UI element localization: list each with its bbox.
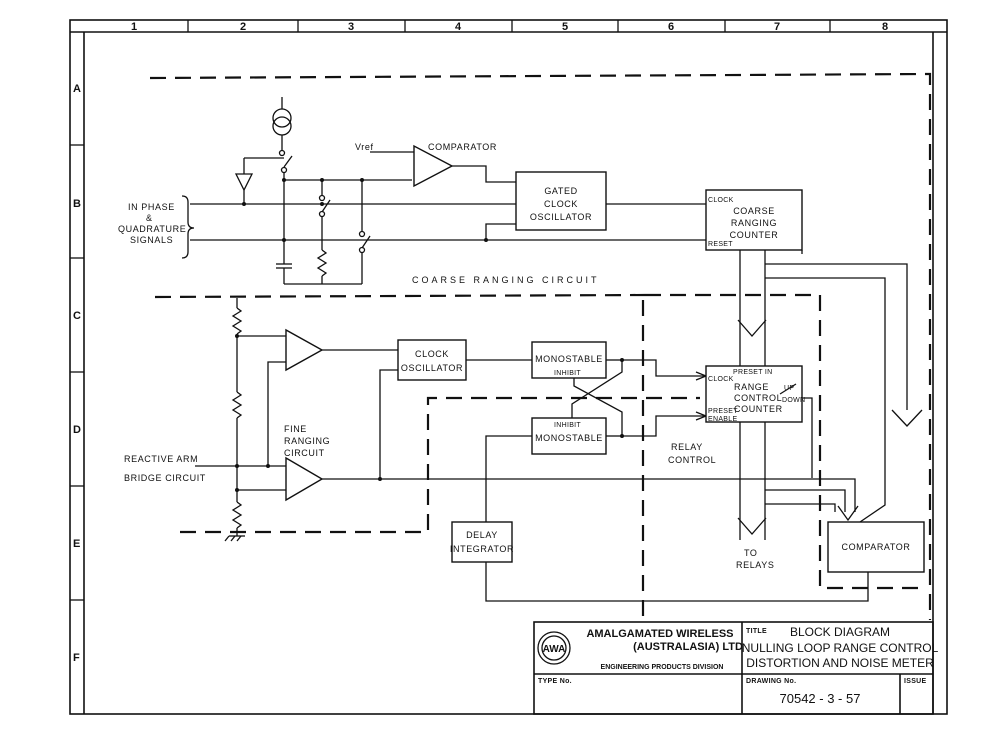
title-block: AWA AMALGAMATED WIRELESS (AUSTRALASIA) L… [533,621,939,715]
svg-text:OSCILLATOR: OSCILLATOR [530,212,592,222]
vref-label: Vref [355,142,374,152]
svg-text:FINE: FINE [284,424,307,434]
svg-text:COUNTER: COUNTER [734,404,783,414]
svg-text:PRESET IN: PRESET IN [733,369,773,376]
col-label: 2 [240,21,246,33]
svg-text:REACTIVE ARM: REACTIVE ARM [124,454,198,464]
svg-text:IN PHASE: IN PHASE [128,202,175,212]
current-source-symbol [272,97,292,157]
relay-control-label: RELAY CONTROL [668,442,716,465]
svg-text:INHIBIT: INHIBIT [554,422,581,429]
svg-text:CIRCUIT: CIRCUIT [284,448,325,458]
company-name: AMALGAMATED WIRELESS [586,628,733,640]
svg-text:GATED: GATED [544,186,577,196]
range-control-counter-block: PRESET IN CLOCK RANGE CONTROL COUNTER UP… [705,365,813,478]
input-signals-label: IN PHASE & QUADRATURE SIGNALS [118,195,195,259]
svg-text:DELAY: DELAY [466,530,498,540]
drawing-title-3: DISTORTION AND NOISE METER [746,656,934,670]
svg-text:INTEGRATOR: INTEGRATOR [450,544,514,554]
svg-text:CLOCK: CLOCK [544,199,578,209]
monostable-top-block: MONOSTABLE INHIBIT [531,341,607,379]
row-label: C [73,310,81,322]
col-label: 5 [562,21,568,33]
svg-text:&: & [146,213,153,223]
comparator-bottom-block: COMPARATOR [765,489,925,573]
drawing-number: 70542 - 3 - 57 [780,691,861,706]
to-relays-label: TO RELAYS [736,548,774,570]
svg-text:OSCILLATOR: OSCILLATOR [401,363,463,373]
col-label: 7 [774,21,780,33]
monostable-cross-coupling [485,358,708,522]
drawing-title-1: BLOCK DIAGRAM [790,625,890,639]
col-label: 3 [348,21,354,33]
row-labels: A B C D E F [73,83,81,664]
svg-text:CONTROL: CONTROL [668,455,716,465]
coarse-ranging-circuit-label: COARSE RANGING CIRCUIT [412,275,600,285]
col-label: 4 [455,21,462,33]
comparator-top-amplifier: Vref COMPARATOR [355,142,516,188]
svg-text:PRESET: PRESET [708,408,738,415]
monostable-bottom-block: INHIBIT MONOSTABLE [531,417,607,455]
gated-clock-oscillator-block: GATED CLOCK OSCILLATOR [484,171,706,242]
comparator-top-label: COMPARATOR [428,142,497,152]
counter-output-buses [737,250,923,540]
svg-text:COUNTER: COUNTER [730,230,779,240]
svg-text:COARSE: COARSE [733,206,775,216]
drawing-frame [69,19,948,715]
svg-text:MONOSTABLE: MONOSTABLE [535,433,603,443]
svg-text:RANGING: RANGING [284,436,330,446]
svg-text:CLOCK: CLOCK [708,197,734,204]
fine-ranging-circuit-label: FINE RANGING CIRCUIT [284,424,330,458]
input-switch-network [190,155,706,285]
svg-text:MONOSTABLE: MONOSTABLE [535,354,603,364]
type-caption: TYPE No. [538,678,572,685]
drawing-caption: DRAWING No. [746,678,796,685]
coarse-ranging-counter-block: CLOCK RESET COARSE RANGING COUNTER [705,189,803,251]
svg-text:SIGNALS: SIGNALS [130,235,173,245]
fine-ranging-enclosure [154,293,700,534]
col-label: 8 [882,21,888,33]
column-labels: 1 2 3 4 5 6 7 8 [131,21,888,33]
svg-text:ENABLE: ENABLE [708,416,737,423]
col-label: 6 [668,21,674,33]
col-label: 1 [131,21,137,33]
svg-text:INHIBIT: INHIBIT [554,370,581,377]
svg-text:BRIDGE CIRCUIT: BRIDGE CIRCUIT [124,473,206,483]
row-label: B [73,198,81,210]
svg-text:CLOCK: CLOCK [708,376,734,383]
row-label: F [73,652,80,664]
company-name-2: (AUSTRALASIA) LTD [633,641,743,653]
reactive-arm-label: REACTIVE ARM BRIDGE CIRCUIT [124,454,206,483]
svg-text:TO: TO [744,548,758,558]
svg-text:DOWN: DOWN [782,397,805,404]
svg-text:QUADRATURE: QUADRATURE [118,224,186,234]
svg-text:CLOCK: CLOCK [415,349,449,359]
row-label: E [73,538,80,550]
issue-caption: ISSUE [904,678,927,685]
drawing-title-2: NULLING LOOP RANGE CONTROL [742,641,939,655]
svg-text:RANGING: RANGING [731,218,777,228]
relay-control-enclosure [641,293,926,622]
title-caption: TITLE [746,628,767,635]
svg-text:RANGE: RANGE [734,382,769,392]
svg-text:COMPARATOR: COMPARATOR [841,542,910,552]
svg-text:RELAY: RELAY [671,442,703,452]
svg-text:CONTROL: CONTROL [734,393,782,403]
svg-text:RESET: RESET [708,241,733,248]
row-label: D [73,424,81,436]
clock-oscillator-block: CLOCK OSCILLATOR [397,339,532,381]
reactive-arm-divider [224,298,245,542]
row-label: A [73,83,81,95]
awa-logo: AWA [543,644,566,655]
svg-text:RELAYS: RELAYS [736,560,774,570]
fine-ranging-amplifiers [195,328,856,512]
coarse-ranging-enclosure [149,72,932,620]
division: ENGINEERING PRODUCTS DIVISION [601,664,724,671]
delay-integrator-block: DELAY INTEGRATOR [450,521,869,602]
